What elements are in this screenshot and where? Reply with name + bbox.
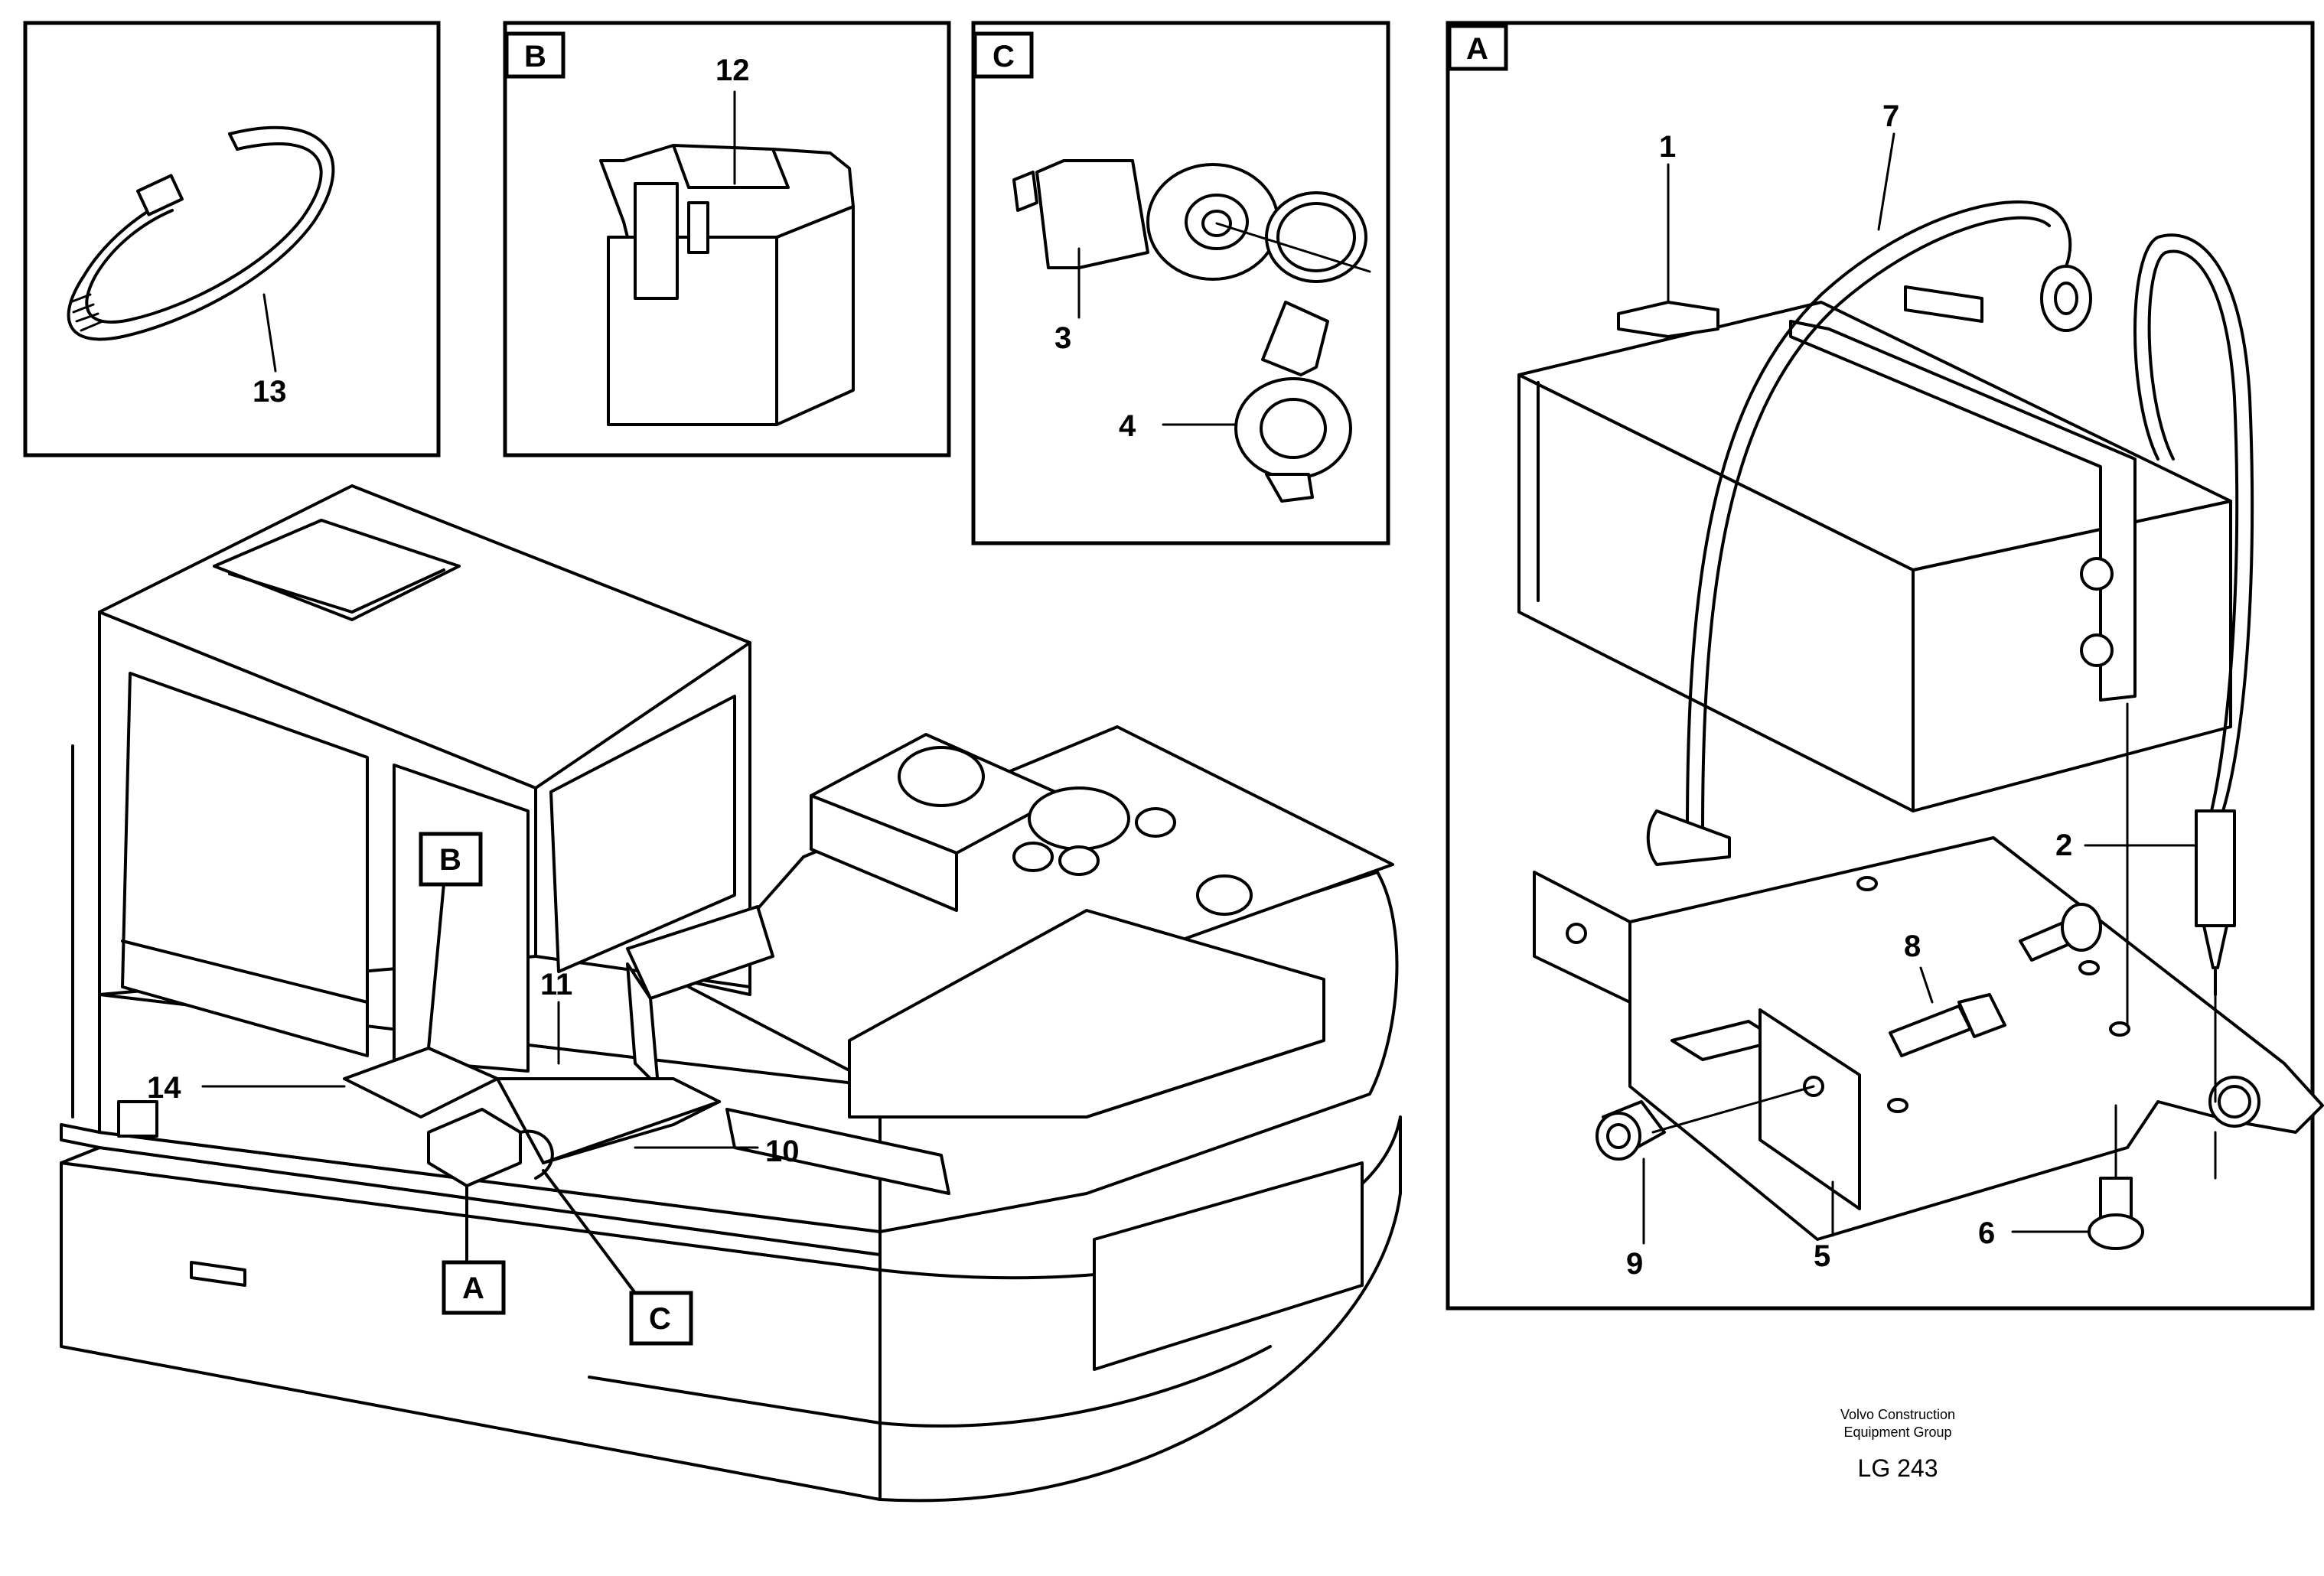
pointer-tag-c: C (649, 1302, 671, 1336)
socket-illustration (1012, 159, 1371, 503)
panel-a: A (1446, 21, 2324, 1311)
callout-2: 2 (2055, 829, 2072, 862)
leader-13 (262, 293, 277, 373)
callout-10: 10 (765, 1135, 800, 1168)
callout-13: 13 (253, 375, 287, 409)
callout-14: 14 (147, 1071, 181, 1105)
view-tag-a: A (1466, 32, 1488, 66)
callout-9: 9 (1626, 1247, 1643, 1281)
item-a-relay (427, 1108, 522, 1187)
pointer-tag-b-box (419, 832, 483, 887)
callout-3: 3 (1054, 321, 1071, 355)
view-tag-b: B (524, 40, 546, 73)
callout-4: 4 (1119, 409, 1136, 443)
company-line-2: Equipment Group (1843, 1425, 1951, 1440)
view-tag-b-box (504, 31, 566, 79)
pointer-tag-a-box (442, 1260, 506, 1315)
pointer-b (427, 882, 445, 1050)
callout-12: 12 (715, 54, 750, 87)
machine-illustration (60, 484, 1402, 1503)
callout-7: 7 (1882, 99, 1899, 133)
pointer-tag-b: B (439, 843, 461, 877)
pointer-c (542, 1169, 637, 1294)
panel-b: B 12 (503, 21, 951, 457)
drawing-code: LG 243 (1858, 1454, 1938, 1482)
panel-c: C 3 4 (971, 21, 1390, 545)
leader-7 (1877, 132, 1895, 231)
callout-8: 8 (1904, 930, 1921, 963)
pointer-tag-c-box (629, 1291, 693, 1346)
pointer-tag-a: A (462, 1272, 484, 1305)
callout-6: 6 (1978, 1216, 1995, 1250)
callout-11: 11 (540, 968, 572, 1001)
cable-tie-illustration (67, 125, 335, 341)
leader-8 (1919, 966, 1934, 1004)
callout-5: 5 (1814, 1239, 1830, 1273)
relay-illustration (599, 144, 855, 426)
company-line-1: Volvo Construction (1840, 1407, 1955, 1422)
callout-1: 1 (1659, 130, 1676, 164)
equipment-box-illustration (1517, 200, 2324, 1250)
view-tag-c-box (973, 31, 1034, 79)
view-tag-c: C (993, 40, 1015, 73)
view-tag-a-box (1447, 24, 1508, 71)
panel-cable-tie: 13 (23, 21, 441, 457)
